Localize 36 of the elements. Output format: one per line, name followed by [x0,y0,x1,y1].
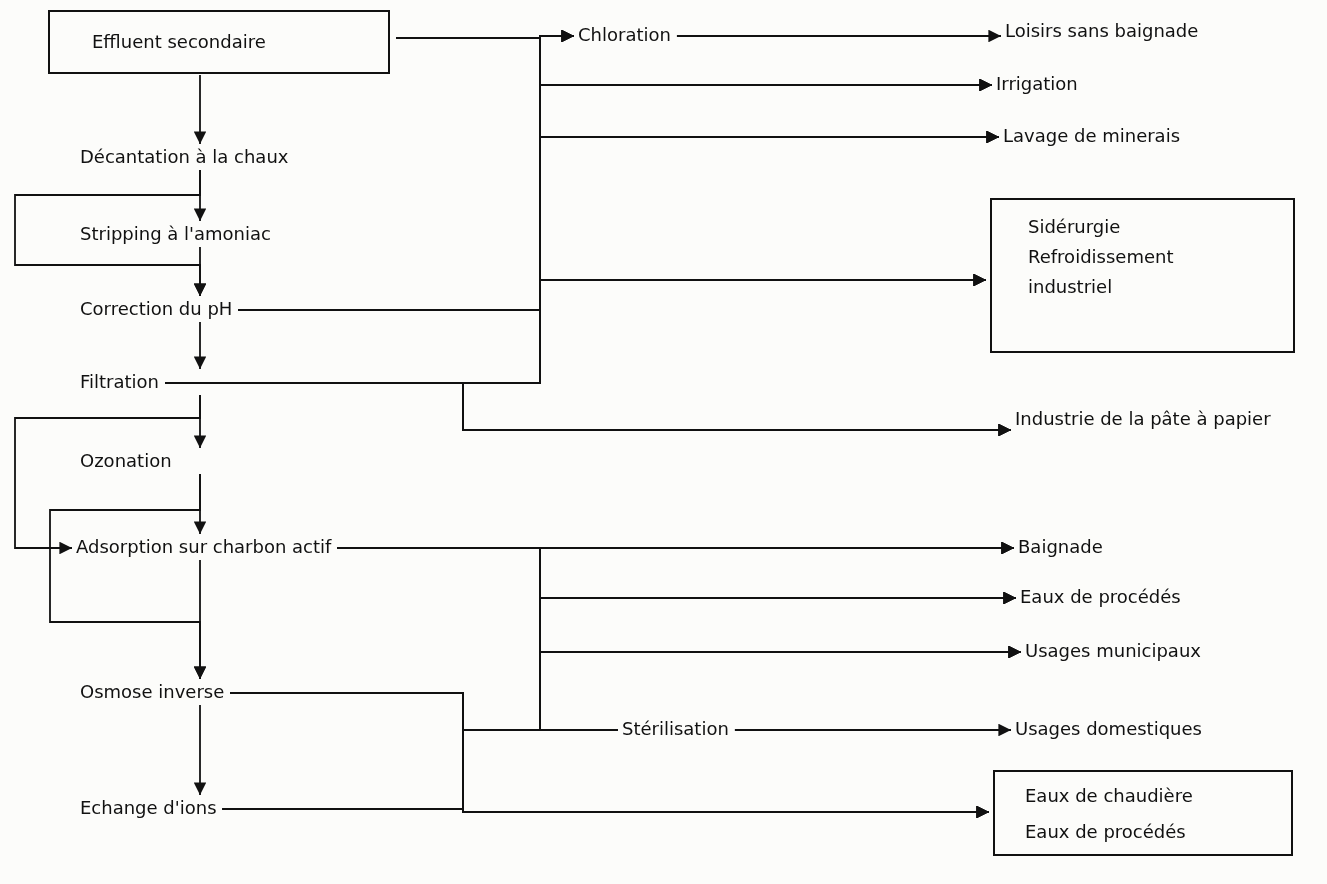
step-label: Irrigation [996,72,1078,96]
step-label: Echange d'ions [80,796,217,820]
box-text: Sidérurgie [1028,215,1122,239]
flow-arrow [164,382,1012,437]
flow-arrow [193,321,207,370]
step-label: Industrie de la pâte à papier [1015,407,1271,431]
box-text: Effluent secondaire [92,30,267,54]
step-label: Eaux de procédés [1020,585,1181,609]
step-label: Lavage de minerais [1003,124,1180,148]
box-text: Eaux de procédés [1025,820,1187,844]
step-label: Osmose inverse [80,680,225,704]
flow-arrow [676,29,1002,43]
process-box [48,10,390,74]
step-label: Baignade [1018,535,1103,559]
step-label: Adsorption sur charbon actif [76,535,332,559]
step-label: Usages municipaux [1025,639,1201,663]
flow-arrow [221,805,990,819]
step-label: Usages domestiques [1015,717,1202,741]
box-text: Refroidissement industriel [1028,245,1175,299]
step-label: Loisirs sans baignade [1005,19,1199,43]
step-label: Correction du pH [80,297,233,321]
step-label: Stérilisation [622,717,729,741]
step-label: Chloration [578,23,671,47]
process-box [993,770,1293,856]
bypass-arrow [14,394,201,555]
flow-arrow [193,559,207,680]
flow-arrow [193,246,207,297]
flow-arrow [193,74,207,145]
step-label: Décantation à la chaux [80,145,289,169]
flow-arrow [733,723,1012,737]
step-label: Filtration [80,370,159,394]
step-label: Ozonation [80,449,172,473]
step-label: Stripping à l'amoniac [80,222,271,246]
flow-arrow [193,704,207,796]
process-box [990,198,1295,353]
box-text: Eaux de chaudière [1025,784,1194,808]
